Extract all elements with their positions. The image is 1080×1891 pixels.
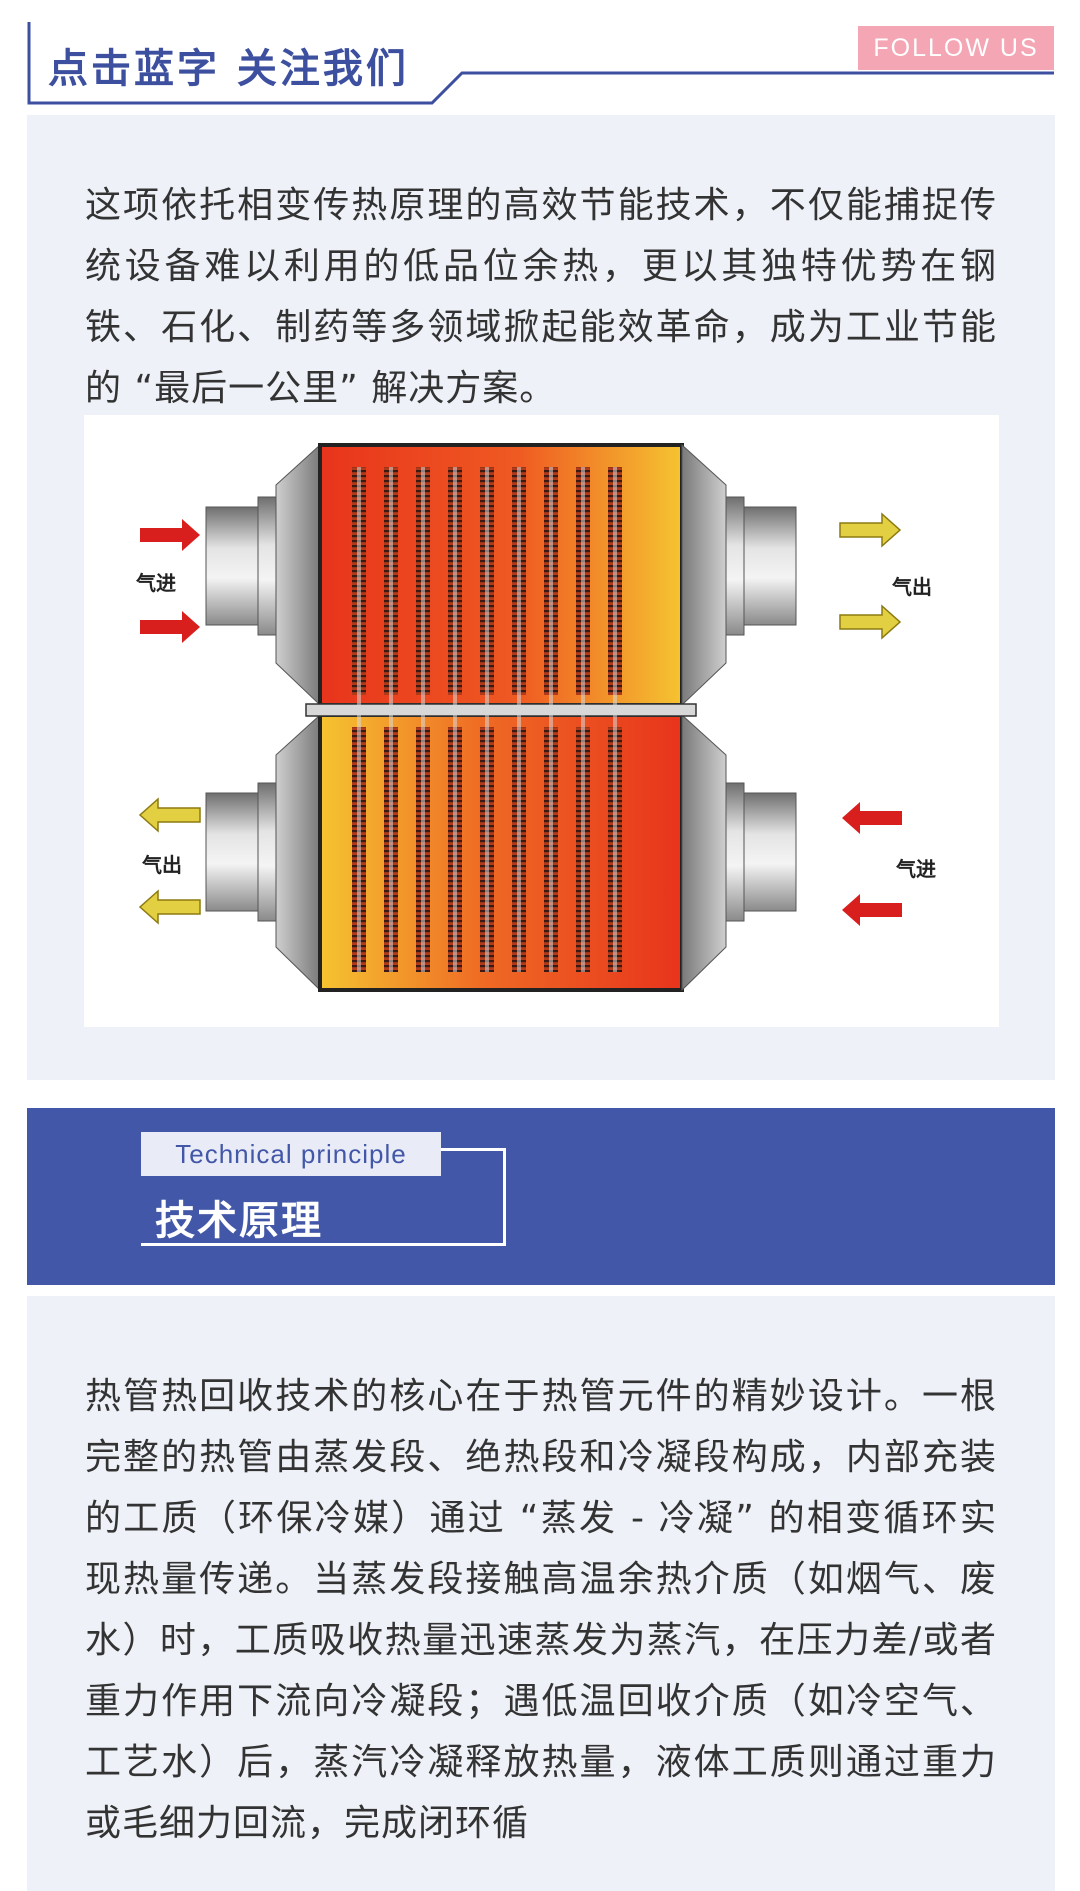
top-left-duct	[205, 443, 321, 707]
arrow-in-top-left-icon	[140, 519, 200, 643]
heat-pipe-diagram: 气进 气出 气出 气进	[84, 415, 999, 1027]
section-subtitle-en: Technical principle	[141, 1132, 441, 1176]
bottom-left-duct	[205, 713, 321, 992]
section-header-band: Technical principle 技术原理	[27, 1108, 1055, 1285]
label-gas-out-bottom-left: 气出	[142, 853, 182, 877]
intro-paragraph: 这项依托相变传热原理的高效节能技术，不仅能捕捉传统设备难以利用的低品位余热，更以…	[85, 185, 997, 409]
heat-exchanger-illustration	[138, 443, 902, 992]
follow-us-badge[interactable]: FOLLOW US	[858, 26, 1054, 70]
label-gas-in-bottom-right: 气进	[896, 857, 936, 881]
arrow-out-top-right-icon	[839, 512, 902, 640]
bottom-right-duct	[681, 713, 797, 992]
intro-panel: 这项依托相变传热原理的高效节能技术，不仅能捕捉传统设备难以利用的低品位余热，更以…	[27, 115, 1055, 1080]
label-gas-in-top-left: 气进	[136, 571, 176, 595]
principle-panel: 热管热回收技术的核心在于热管元件的精妙设计。一根完整的热管由蒸发段、绝热段和冷凝…	[27, 1296, 1055, 1891]
principle-paragraph: 热管热回收技术的核心在于热管元件的精妙设计。一根完整的热管由蒸发段、绝热段和冷凝…	[85, 1376, 997, 1844]
follow-title: 点击蓝字 关注我们	[48, 46, 409, 92]
heat-pipes	[352, 467, 622, 972]
section-title: 技术原理	[155, 1198, 323, 1244]
top-right-duct	[681, 443, 797, 707]
follow-banner[interactable]: 点击蓝字 关注我们 FOLLOW US	[0, 0, 1080, 110]
arrow-out-bottom-left-icon	[138, 797, 201, 925]
banner-frame-lines	[27, 22, 1054, 105]
label-gas-out-top-right: 气出	[892, 575, 932, 599]
arrow-in-bottom-right-icon	[842, 802, 902, 926]
